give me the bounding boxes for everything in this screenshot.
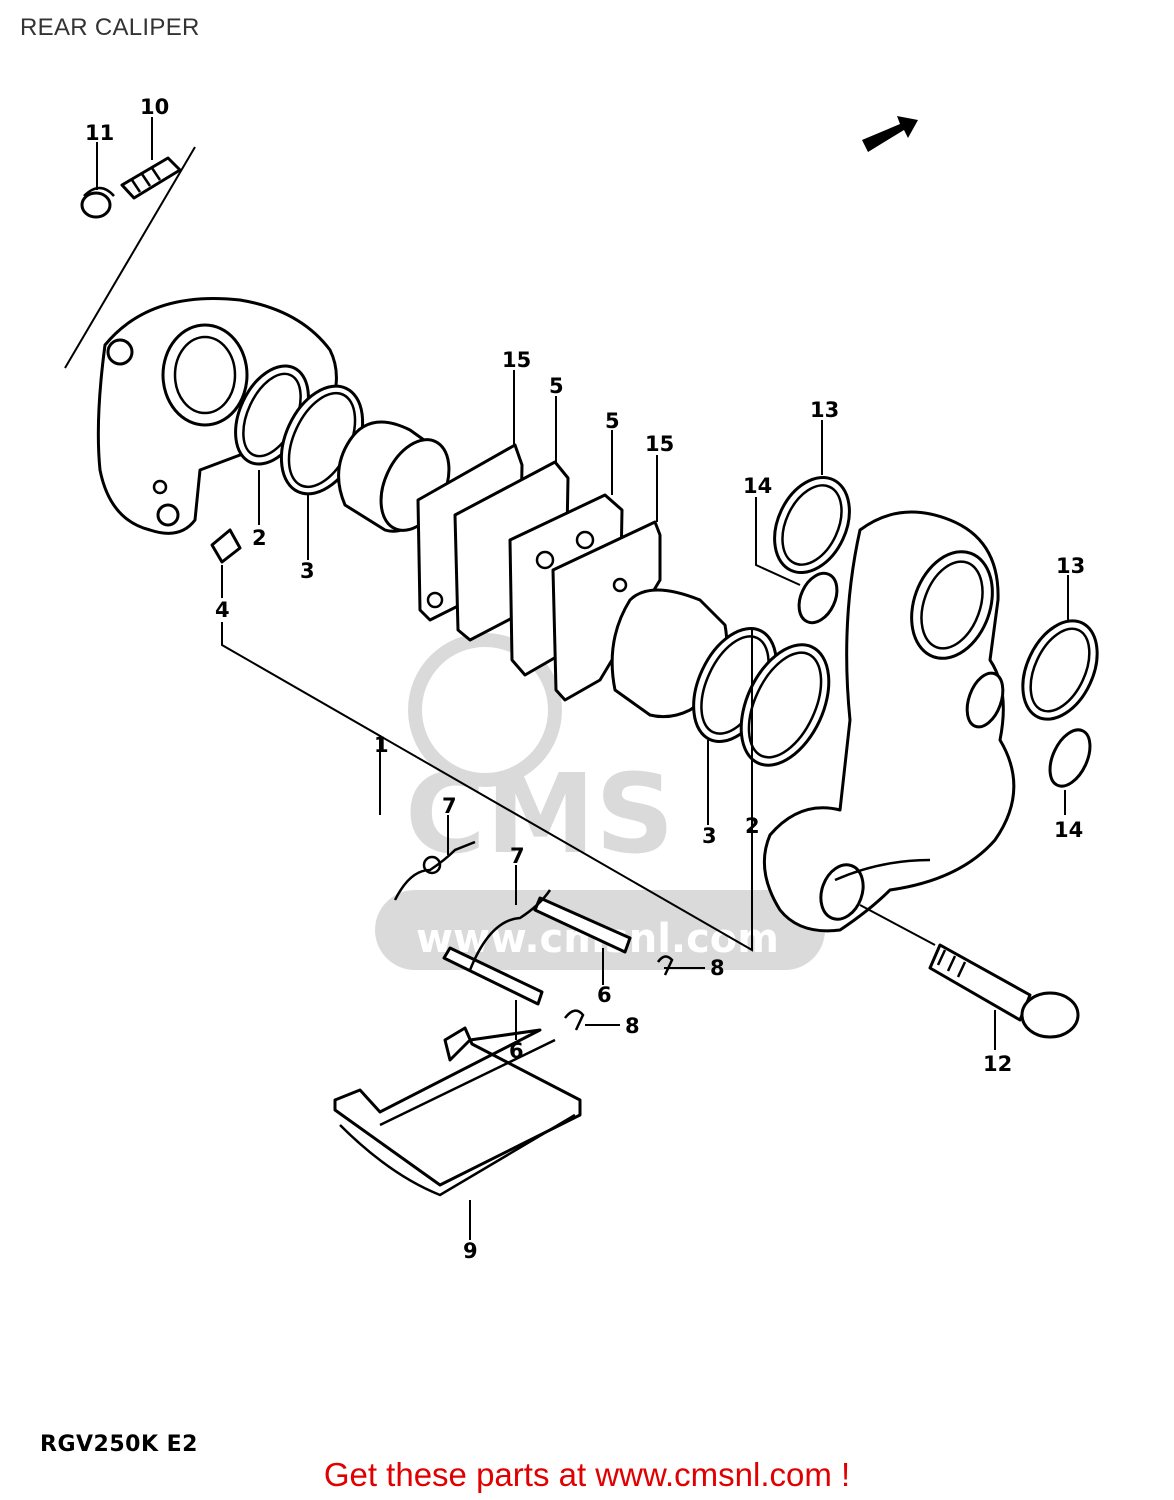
callout-7: 7 <box>442 794 457 818</box>
callout-7b: 7 <box>510 844 525 868</box>
callout-13b: 13 <box>1056 554 1085 578</box>
callout-3: 3 <box>300 559 315 583</box>
caliper-bolt-part-12 <box>928 943 1080 1039</box>
clip-part-8b <box>564 1009 585 1031</box>
pad-pin-part-6 <box>442 946 544 1006</box>
exploded-view-diagram: 11 10 15 5 5 15 13 14 13 2 3 4 1 7 7 8 6… <box>64 95 1099 1263</box>
callout-6: 6 <box>597 983 612 1007</box>
callout-2: 2 <box>252 526 267 550</box>
o-ring-part-14b <box>1048 728 1092 788</box>
caliper-half-right <box>762 510 1016 933</box>
callout-5b: 5 <box>605 409 620 433</box>
pad-spring-part-7b <box>468 889 552 971</box>
callout-8: 8 <box>710 956 725 980</box>
o-ring-part-13 <box>773 475 851 575</box>
callout-15: 15 <box>502 348 531 372</box>
callout-5: 5 <box>549 374 564 398</box>
callout-11: 11 <box>85 121 114 145</box>
piston-seal-part-2b <box>739 643 831 767</box>
callout-3b: 3 <box>702 824 717 848</box>
callout-6b: 6 <box>509 1039 524 1063</box>
callout-labels: 11 10 15 5 5 15 13 14 13 2 3 4 1 7 7 8 6… <box>85 95 1085 1263</box>
model-code: RGV250K E2 <box>40 1432 198 1457</box>
callout-8b: 8 <box>625 1014 640 1038</box>
callout-13: 13 <box>810 398 839 422</box>
direction-arrow-icon <box>862 116 918 152</box>
leader-line <box>64 146 196 369</box>
callout-1: 1 <box>374 733 389 757</box>
callout-14: 14 <box>743 474 772 498</box>
callout-4: 4 <box>215 598 230 622</box>
callout-12: 12 <box>983 1052 1012 1076</box>
page-title: REAR CALIPER <box>20 14 200 41</box>
pad-spring-plate-part-9 <box>333 1026 582 1197</box>
bleeder-cap-part-11 <box>80 186 115 219</box>
callout-15b: 15 <box>645 432 674 456</box>
o-ring-part-13b <box>1021 619 1099 721</box>
promo-link[interactable]: Get these parts at www.cmsnl.com ! <box>323 1456 851 1493</box>
callout-9: 9 <box>463 1239 478 1263</box>
clip-part-8 <box>656 955 674 976</box>
leader-lines <box>96 117 1069 1240</box>
callout-2b: 2 <box>745 814 760 838</box>
bleeder-screw-part-10 <box>120 156 182 200</box>
washer-part-4 <box>210 528 242 564</box>
o-ring-part-14 <box>797 571 839 625</box>
callout-14b: 14 <box>1054 818 1083 842</box>
callout-10: 10 <box>140 95 169 119</box>
pad-spring-part-7 <box>393 840 476 901</box>
caliper-half-left <box>96 296 338 535</box>
pad-pin-part-6b <box>533 896 632 954</box>
